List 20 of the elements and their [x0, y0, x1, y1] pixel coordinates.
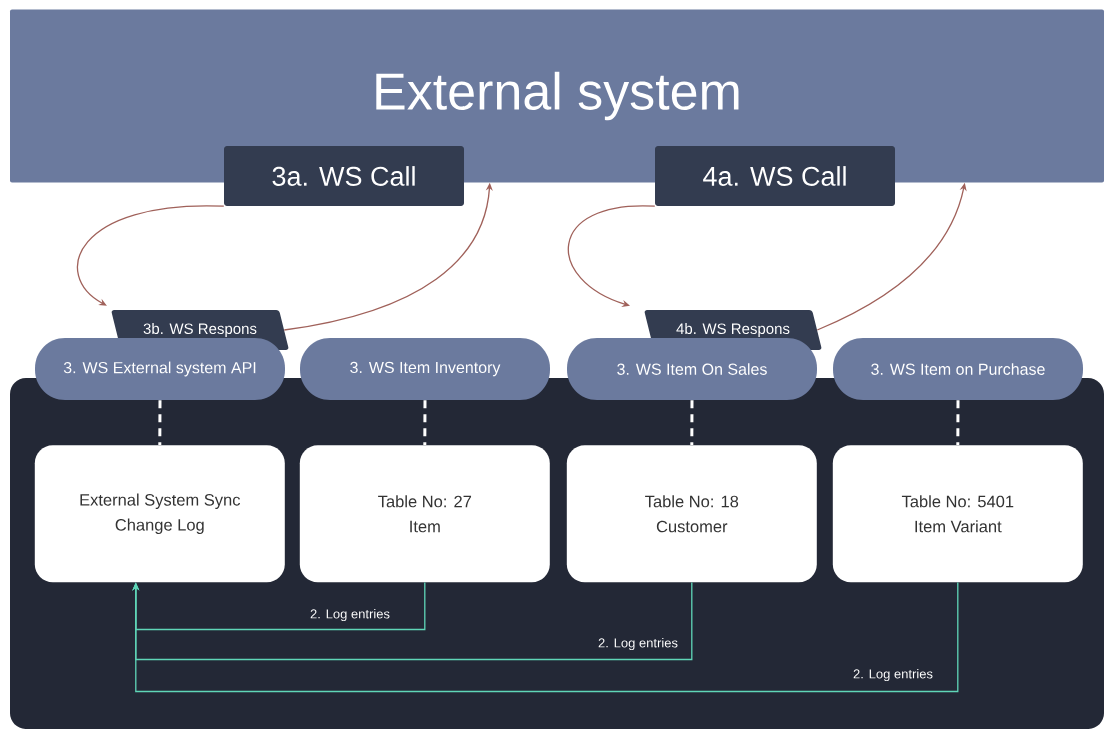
arrow: [132, 581, 959, 693]
arrow: [568, 205, 656, 307]
service-pill: 3. WS Item On Sales: [567, 338, 817, 400]
dotted-connector: [158, 400, 162, 446]
service-pill: 3. WS Item on Purchase: [833, 338, 1083, 400]
edge-label: 2. Log entries: [853, 668, 933, 682]
dotted-connector: [423, 400, 427, 446]
table-card: Table No: 27 Item: [299, 445, 550, 583]
arrow: [76, 205, 225, 306]
edge-label: 2. Log entries: [598, 637, 678, 651]
edge-label: 2. Log entries: [310, 608, 390, 622]
service-pill: 3. WS External system API: [35, 338, 285, 400]
service-pill: 3. WS Item Inventory: [300, 338, 550, 400]
call-box: 3a. WS Call: [224, 146, 464, 206]
table-card: Table No: 5401 Item Variant: [832, 445, 1083, 583]
dotted-connector: [956, 400, 960, 446]
call-box: 4a. WS Call: [655, 146, 895, 206]
table-card: Table No: 18 Customer: [566, 445, 817, 583]
dotted-connector: [690, 400, 694, 446]
table-card: External System Sync Change Log: [34, 445, 285, 583]
